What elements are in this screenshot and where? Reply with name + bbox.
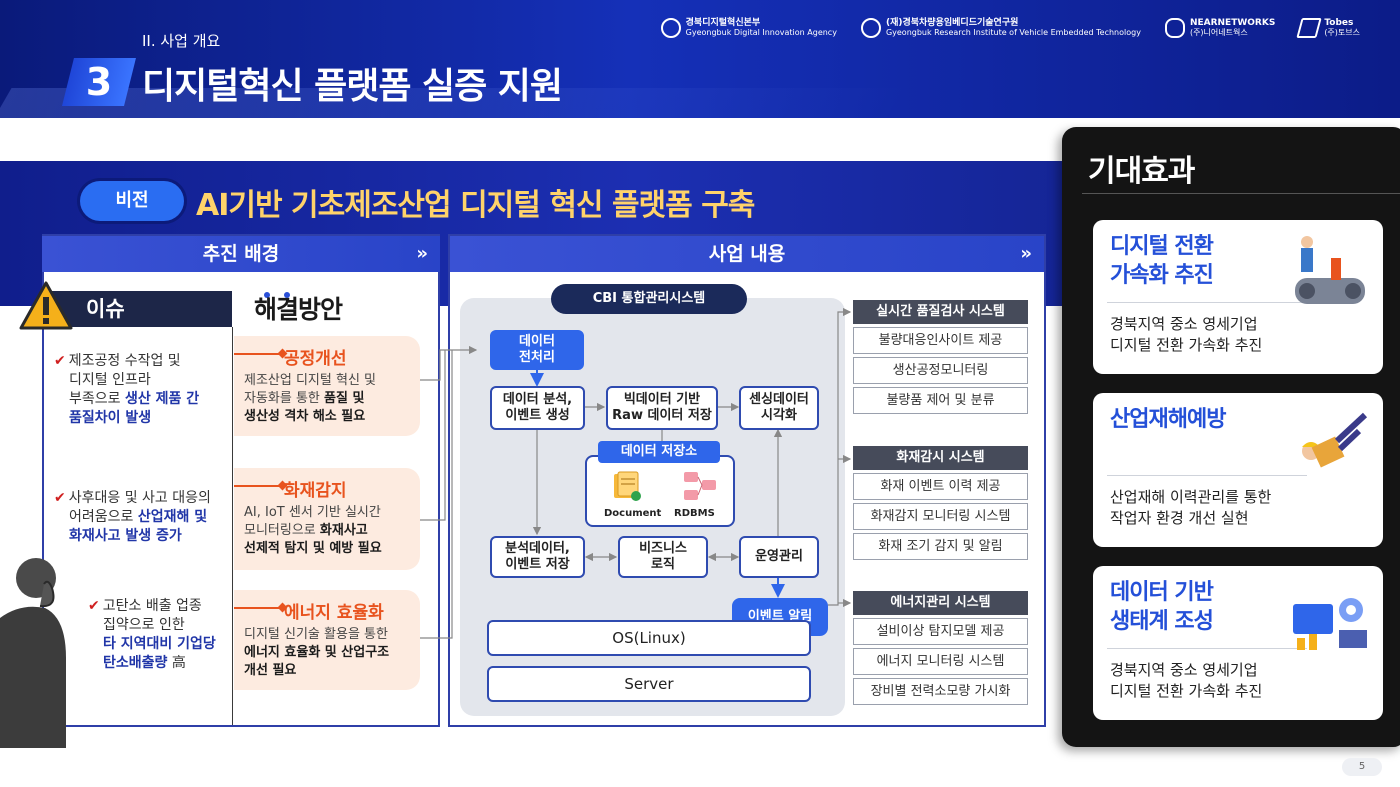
system-item: 생산공정모니터링 bbox=[853, 357, 1028, 384]
vision-text: AI기반 기초제조산업 디지털 혁신 플랫폼 구축 bbox=[196, 188, 755, 223]
system-item: 화재 조기 감지 및 알림 bbox=[853, 533, 1028, 560]
node-analysis: 데이터 분석, 이벤트 생성 bbox=[490, 386, 585, 430]
node-operation: 운영관리 bbox=[739, 536, 819, 578]
worried-person-illustration bbox=[0, 558, 66, 748]
database-icon bbox=[684, 472, 716, 500]
system-item: 불량대응인사이트 제공 bbox=[853, 327, 1028, 354]
data-ecosystem-illustration bbox=[1293, 598, 1367, 650]
issue-label: 이슈 bbox=[44, 291, 232, 327]
node-analysis-store: 분석데이터, 이벤트 저장 bbox=[490, 536, 585, 578]
logo-mark-icon bbox=[1164, 18, 1185, 38]
system-item: 불량품 제어 및 분류 bbox=[853, 387, 1028, 414]
system-item: 장비별 전력소모량 가시화 bbox=[853, 678, 1028, 705]
system-fire-title: 화재감시 시스템 bbox=[853, 446, 1028, 470]
issue-item-2: ✔사후대응 및 사고 대응의 어려움으로 산업재해 및 화재사고 발생 증가 bbox=[54, 490, 211, 544]
system-item: 화재감지 모니터링 시스템 bbox=[853, 503, 1028, 530]
system-item: 에너지 모니터링 시스템 bbox=[853, 648, 1028, 675]
double-chevron-icon: » bbox=[1020, 243, 1032, 264]
system-item: 설비이상 탐지모델 제공 bbox=[853, 618, 1028, 645]
warning-icon bbox=[19, 281, 73, 330]
issue-item-1: ✔제조공정 수작업 및 디지털 인프라 부족으로 생산 제품 간 품질차이 발생 bbox=[54, 353, 200, 426]
check-icon: ✔ bbox=[54, 490, 66, 506]
logo-tobes: Tobes(주)토브스 bbox=[1296, 18, 1360, 38]
panel-divider bbox=[232, 327, 233, 725]
logo-mark-icon bbox=[660, 18, 681, 38]
effects-title: 기대효과 bbox=[1088, 154, 1195, 189]
rdbms-label: RDBMS bbox=[674, 508, 715, 519]
check-icon: ✔ bbox=[88, 598, 100, 614]
check-icon: ✔ bbox=[54, 353, 66, 369]
data-storage-label: 데이터 저장소 bbox=[598, 441, 720, 463]
background-panel-header: 추진 배경» bbox=[42, 236, 440, 272]
solution-label: 해결방안 bbox=[254, 295, 343, 324]
effects-divider bbox=[1082, 193, 1400, 194]
document-icon bbox=[614, 471, 641, 501]
logo-mark-icon bbox=[860, 18, 881, 38]
issue-item-3: ✔고탄소 배출 업종 집약으로 인한 타 지역대비 기업당 탄소배출량 高 bbox=[88, 598, 216, 671]
page-number: 5 bbox=[1342, 758, 1382, 776]
cbi-system-label: CBI 통합관리시스템 bbox=[551, 284, 747, 314]
falling-worker-illustration bbox=[1302, 412, 1368, 468]
node-business-logic: 비즈니스 로직 bbox=[618, 536, 708, 578]
business-panel-header: 사업 내용» bbox=[450, 236, 1044, 272]
system-quality-title: 실시간 품질검사 시스템 bbox=[853, 300, 1028, 324]
solution-dots bbox=[264, 283, 304, 302]
server-layer: Server bbox=[487, 666, 811, 702]
node-bigdata: 빅데이터 기반 Raw 데이터 저장 bbox=[606, 386, 718, 430]
arrow-line bbox=[234, 485, 282, 487]
os-layer: OS(Linux) bbox=[487, 620, 811, 656]
vision-label: 비전 bbox=[80, 181, 184, 221]
system-item: 화재 이벤트 이력 제공 bbox=[853, 473, 1028, 500]
node-sensing: 센싱데이터 시각화 bbox=[739, 386, 819, 430]
arrow-line bbox=[234, 353, 282, 355]
conveyor-worker-illustration bbox=[1295, 236, 1365, 304]
page-title: 디지털혁신 플랫폼 실증 지원 bbox=[142, 66, 563, 107]
arrow-line bbox=[234, 607, 282, 609]
section-subtitle: II. 사업 개요 bbox=[142, 32, 221, 50]
logo-nearnetworks: NEARNETWORKS(주)니어네트웍스 bbox=[1164, 18, 1275, 38]
double-chevron-icon: » bbox=[416, 243, 428, 264]
system-energy-title: 에너지관리 시스템 bbox=[853, 591, 1028, 615]
node-preprocess: 데이터 전처리 bbox=[490, 330, 584, 370]
document-label: Document bbox=[604, 508, 662, 519]
